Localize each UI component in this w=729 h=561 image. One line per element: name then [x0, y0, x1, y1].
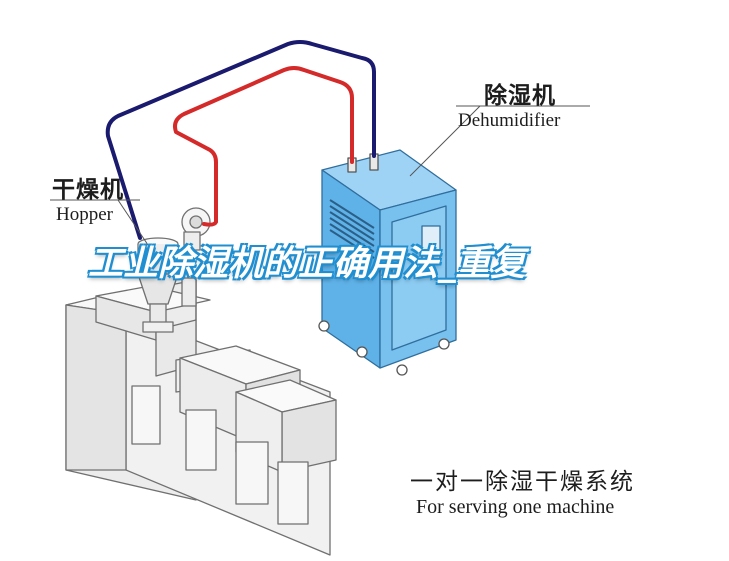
dehumidifier-label-en: Dehumidifier: [458, 110, 561, 131]
dehumidifier-label-cn: 除湿机: [484, 83, 556, 109]
system-label-en: For serving one machine: [416, 496, 615, 518]
hopper-dryer: [137, 207, 211, 333]
overlay-title: 工业除湿机的正确用法_重复: [88, 244, 526, 284]
return-pipe: [173, 66, 354, 227]
hopper-label-en: Hopper: [56, 204, 113, 225]
dehumidifier-cabinet: [318, 149, 457, 376]
molding-machine: [65, 279, 337, 556]
dehumidifier-leader-line: [409, 105, 481, 177]
system-label-cn: 一对一除湿干燥系统: [410, 469, 635, 495]
hopper-leader-line: [117, 199, 151, 249]
hopper-label-cn: 干燥机: [52, 177, 124, 203]
supply-pipe: [105, 40, 376, 240]
